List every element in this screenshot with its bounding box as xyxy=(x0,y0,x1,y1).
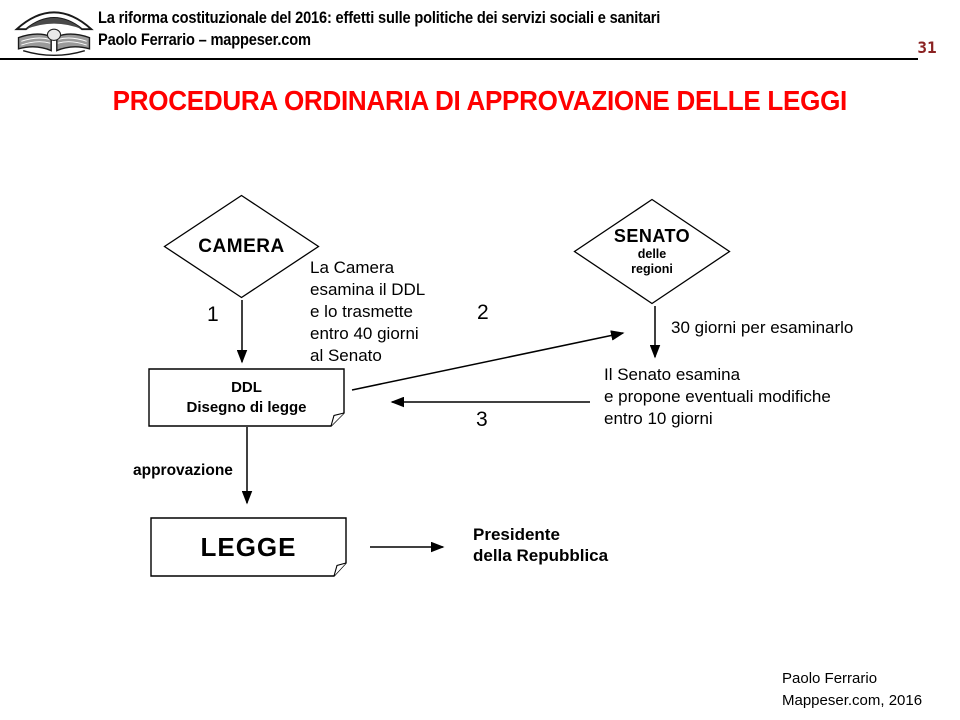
footer-credit: Paolo Ferrario Mappeser.com, 2016 xyxy=(782,668,922,712)
camera-note-line: esamina il DDL xyxy=(310,280,426,299)
header-title: La riforma costituzionale del 2016: effe… xyxy=(98,7,660,51)
senato-label-group: SENATO delle regioni xyxy=(573,198,731,305)
camera-note-line: entro 40 giorni xyxy=(310,324,419,343)
presidente-note: Presidente della Repubblica xyxy=(473,524,608,566)
camera-note-line: al Senato xyxy=(310,346,382,365)
approvazione-label: approvazione xyxy=(133,462,233,479)
presidente-note-line: della Repubblica xyxy=(473,546,609,565)
open-book-logo-graphic xyxy=(14,11,94,57)
legge-document-box: LEGGE xyxy=(150,517,347,577)
senato-diamond-outline xyxy=(573,198,731,305)
senato-note-line: Il Senato esamina xyxy=(604,365,741,384)
step-number-2: 2 xyxy=(477,301,489,324)
ddl-document-outline xyxy=(148,368,345,427)
senato-label: SENATO xyxy=(613,226,691,246)
slide-title-text: PROCEDURA ORDINARIA DI APPROVAZIONE DELL… xyxy=(112,85,848,116)
senato-diamond: SENATO delle regioni xyxy=(573,198,731,305)
senato-sub-line2: regioni xyxy=(631,262,673,276)
header-divider xyxy=(0,58,918,60)
open-book-logo-icon xyxy=(10,4,98,60)
camera-note: La Camera esamina il DDL e lo trasmette … xyxy=(310,257,425,367)
step-number-1: 1 xyxy=(207,303,219,326)
page-number: 31 xyxy=(917,38,937,57)
header-title-line1: La riforma costituzionale del 2016: effe… xyxy=(98,8,661,27)
ddl-label-line1: DDL xyxy=(231,378,262,396)
step-number-3: 3 xyxy=(476,408,488,431)
ddl-document-box: DDL Disegno di legge xyxy=(148,368,345,427)
senato-note-line: entro 10 giorni xyxy=(604,409,713,428)
camera-diamond: CAMERA xyxy=(163,194,320,299)
camera-note-line: La Camera xyxy=(310,258,395,277)
camera-note-line: e lo trasmette xyxy=(310,302,413,321)
senato-note: Il Senato esamina e propone eventuali mo… xyxy=(604,364,831,430)
ddl-label-group: DDL Disegno di legge xyxy=(148,368,345,427)
ddl-label-line2: Disegno di legge xyxy=(186,398,307,416)
senato-note-line: e propone eventuali modifiche xyxy=(604,387,831,406)
camera-label: CAMERA xyxy=(198,235,285,257)
senato-wait-note: 30 giorni per esaminarlo xyxy=(671,318,854,337)
slide-title: PROCEDURA ORDINARIA DI APPROVAZIONE DELL… xyxy=(0,86,960,116)
legge-label: LEGGE xyxy=(200,531,297,562)
header-title-line2: Paolo Ferrario – mappeser.com xyxy=(98,30,311,49)
legge-document-outline xyxy=(150,517,347,577)
presidente-note-line: Presidente xyxy=(473,525,560,544)
senato-sub-line1: delle xyxy=(637,247,667,261)
camera-diamond-outline xyxy=(163,194,320,299)
footer-source: Mappeser.com, 2016 xyxy=(782,692,923,709)
footer-author: Paolo Ferrario xyxy=(782,670,878,687)
